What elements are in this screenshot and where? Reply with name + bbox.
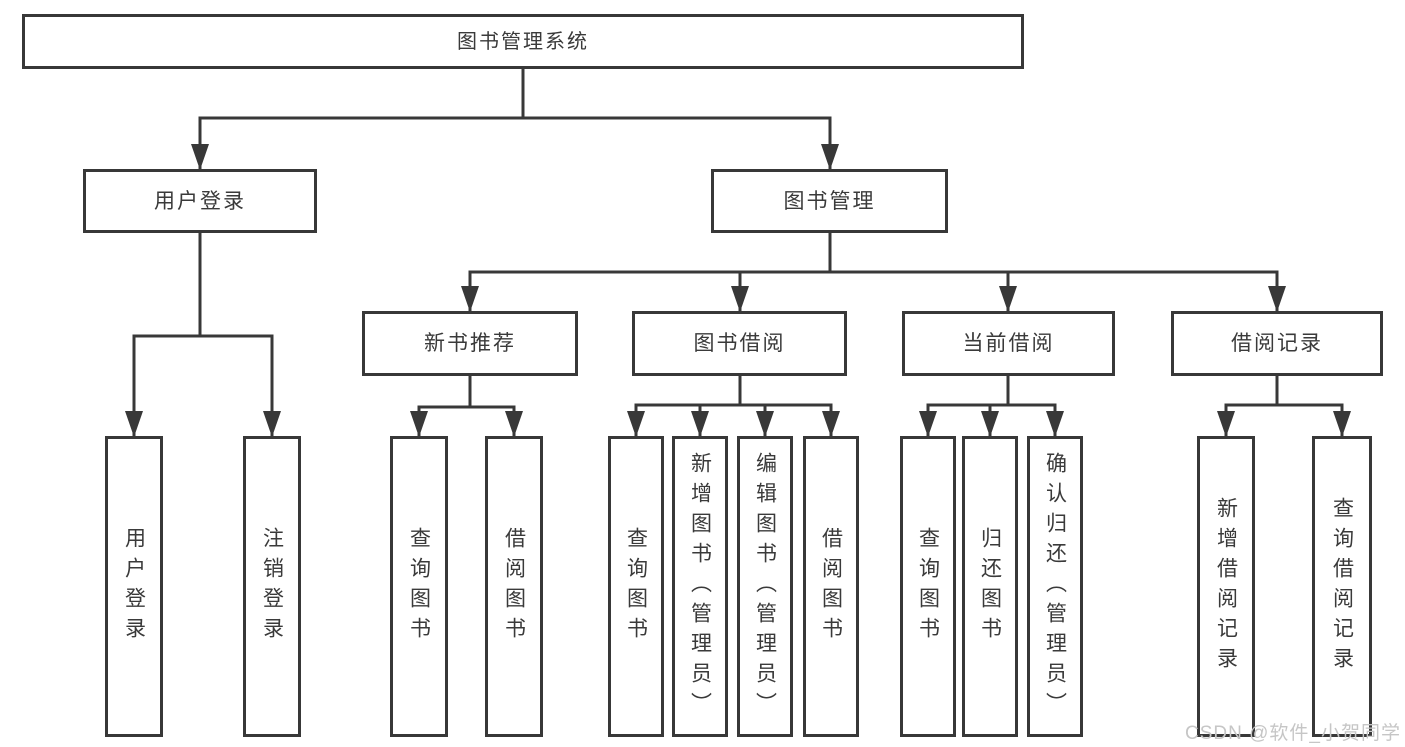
leaf-confirm-return-admin: 确认归还（管理员）: [1027, 436, 1083, 737]
connector-new-book-children: [417, 376, 516, 437]
node-current-borrow: 当前借阅: [902, 311, 1115, 376]
node-new-book-recommend: 新书推荐: [362, 311, 578, 376]
leaf-edit-books-admin: 编辑图书（管理员）: [737, 436, 793, 737]
arrowheads: [125, 144, 1351, 437]
node-book-borrow: 图书借阅: [632, 311, 847, 376]
connector-book-management-children: [468, 233, 1279, 312]
node-borrow-records: 借阅记录: [1171, 311, 1383, 376]
connector-user-login-children: [132, 233, 274, 437]
leaf-return-books: 归还图书: [962, 436, 1018, 737]
connector-root-to-level2: [198, 69, 832, 170]
leaf-query-borrow-record: 查询借阅记录: [1312, 436, 1372, 737]
leaf-borrow-books-recommend: 借阅图书: [485, 436, 543, 737]
leaf-query-books-borrow: 查询图书: [608, 436, 664, 737]
leaf-query-books-recommend: 查询图书: [390, 436, 448, 737]
node-user-login: 用户登录: [83, 169, 317, 233]
leaf-add-books-admin: 新增图书（管理员）: [672, 436, 728, 737]
connector-book-borrow-children: [634, 376, 833, 437]
node-book-management: 图书管理: [711, 169, 948, 233]
leaf-add-borrow-record: 新增借阅记录: [1197, 436, 1255, 737]
leaf-borrow-books-borrow: 借阅图书: [803, 436, 859, 737]
leaf-logout: 注销登录: [243, 436, 301, 737]
csdn-watermark: CSDN @软件_小贺同学: [1185, 723, 1401, 744]
leaf-query-books-current: 查询图书: [900, 436, 956, 737]
leaf-user-login: 用户登录: [105, 436, 163, 737]
node-system-root: 图书管理系统: [22, 14, 1024, 69]
connector-borrow-record-children: [1224, 376, 1344, 437]
